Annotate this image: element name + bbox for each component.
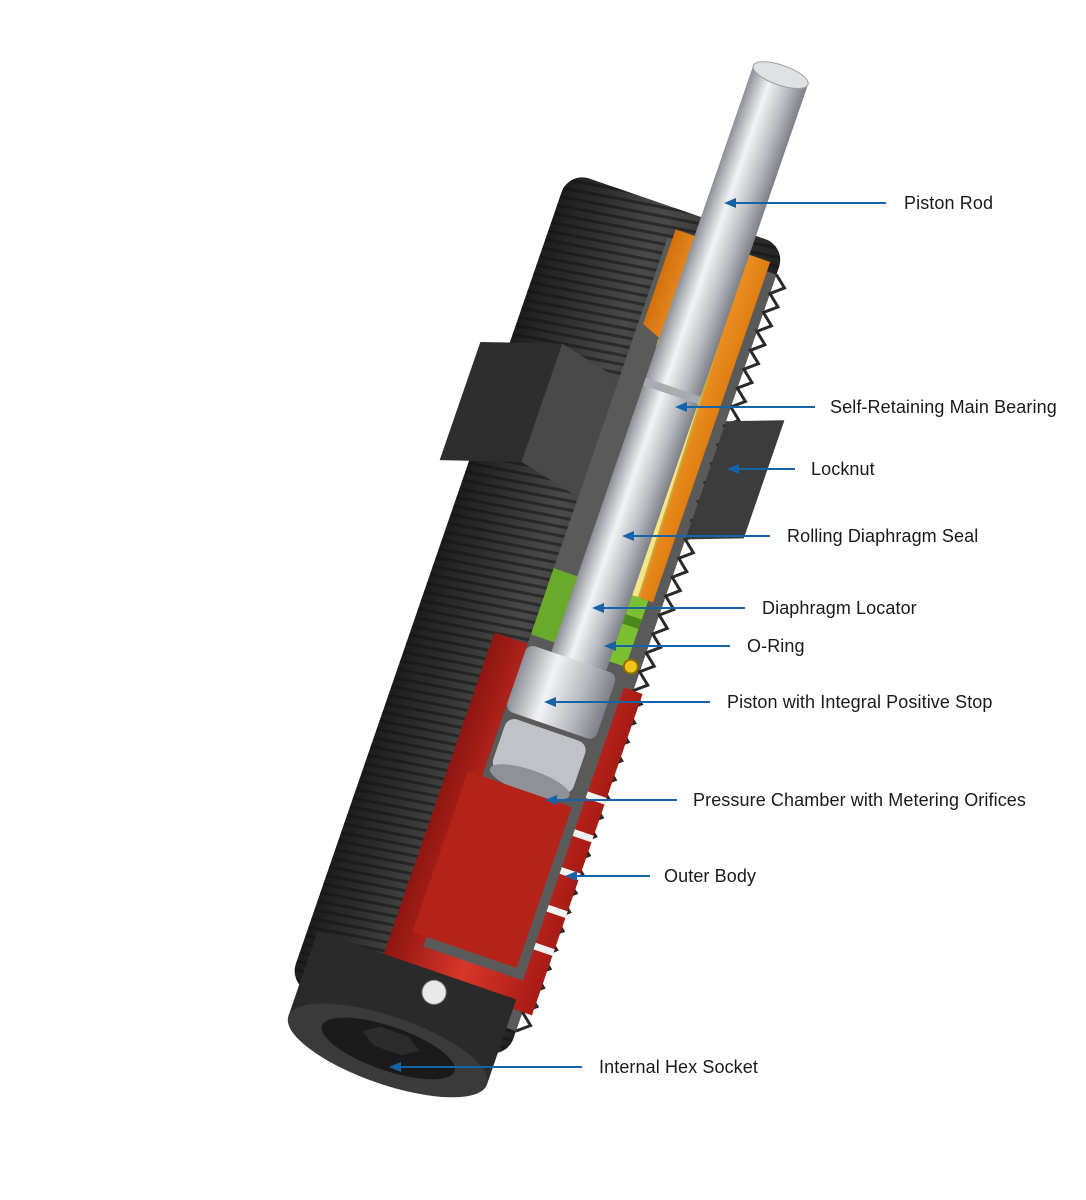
leader-hex-socket-arrowhead bbox=[389, 1062, 401, 1072]
leader-diaphragm-locator-arrowhead bbox=[592, 603, 604, 613]
bottom-cap bbox=[287, 931, 517, 1098]
piston-rod bbox=[548, 61, 809, 681]
o-ring bbox=[622, 658, 639, 675]
leader-piston-stop-arrowhead bbox=[544, 697, 556, 707]
leader-pressure-chamber-arrowhead bbox=[545, 795, 557, 805]
label-diaphragm-locator: Diaphragm Locator bbox=[762, 598, 917, 618]
label-piston-stop: Piston with Integral Positive Stop bbox=[727, 692, 993, 712]
locknut bbox=[439, 341, 785, 540]
leader-lines bbox=[389, 198, 886, 1072]
label-hex-socket: Internal Hex Socket bbox=[599, 1057, 758, 1077]
label-pressure-chamber: Pressure Chamber with Metering Orifices bbox=[693, 790, 1027, 810]
label-locknut: Locknut bbox=[811, 459, 875, 479]
leader-diaphragm-seal-arrowhead bbox=[622, 531, 634, 541]
label-o-ring: O-Ring bbox=[747, 636, 805, 656]
leader-outer-body-arrowhead bbox=[565, 871, 577, 881]
leader-o-ring-arrowhead bbox=[604, 641, 616, 651]
leader-piston-rod-arrowhead bbox=[724, 198, 736, 208]
label-main-bearing: Self-Retaining Main Bearing bbox=[830, 397, 1057, 417]
leader-main-bearing-arrowhead bbox=[675, 402, 687, 412]
piston bbox=[489, 645, 616, 800]
label-diaphragm-seal: Rolling Diaphragm Seal bbox=[787, 526, 979, 546]
leader-locknut-arrowhead bbox=[727, 464, 739, 474]
label-piston-rod: Piston Rod bbox=[904, 193, 994, 213]
label-outer-body: Outer Body bbox=[664, 866, 757, 886]
